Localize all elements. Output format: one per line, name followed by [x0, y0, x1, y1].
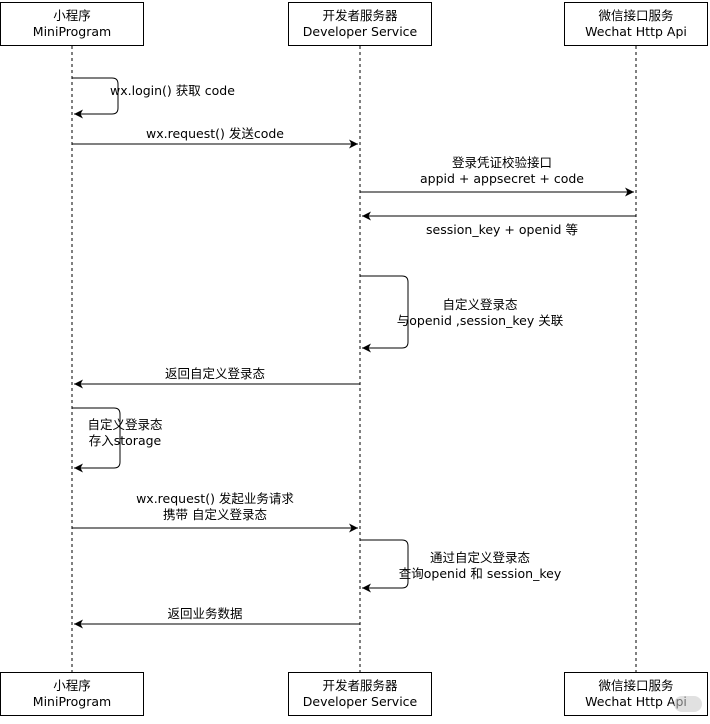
message-text: wx.login() 获取 code [110, 83, 235, 98]
participant-wechat-top: 微信接口服务 Wechat Http Api [564, 2, 708, 46]
message-text: session_key + openid 等 [426, 222, 578, 237]
message-text: 存入storage [88, 433, 162, 448]
participant-subtitle: Wechat Http Api [585, 694, 687, 709]
message-text: 登录凭证校验接口 [451, 155, 552, 170]
arrow-self-login [72, 77, 119, 119]
arrow-self-store [72, 407, 121, 473]
participant-miniprogram-top: 小程序 MiniProgram [0, 2, 144, 46]
participant-title: 小程序 [53, 678, 91, 693]
message-label-return-business-data: 返回业务数据 [100, 606, 310, 622]
message-text: appid + appsecret + code [420, 171, 584, 186]
message-label-business-request: wx.request() 发起业务请求 携带 自定义登录态 [90, 491, 340, 523]
message-label-login: wx.login() 获取 code [110, 83, 235, 99]
message-text: 与openid ,session_key 关联 [396, 313, 564, 328]
participant-title: 微信接口服务 [598, 8, 674, 23]
message-label-validate: 登录凭证校验接口 appid + appsecret + code [392, 155, 612, 187]
participant-title: 微信接口服务 [598, 678, 674, 693]
participant-subtitle: Developer Service [302, 24, 418, 39]
message-text: 返回业务数据 [167, 606, 243, 621]
participant-subtitle: MiniProgram [32, 24, 112, 39]
participant-developer-top: 开发者服务器 Developer Service [288, 2, 432, 46]
participant-developer-bottom: 开发者服务器 Developer Service [288, 672, 432, 716]
message-text: 自定义登录态 [442, 297, 518, 312]
arrow-self-custom-state [360, 275, 409, 353]
participant-miniprogram-bottom: 小程序 MiniProgram [0, 672, 144, 716]
message-text: 返回自定义登录态 [164, 366, 265, 381]
message-text: wx.request() 发送code [146, 126, 284, 141]
participant-title: 开发者服务器 [322, 8, 398, 23]
message-label-custom-state: 自定义登录态 与openid ,session_key 关联 [372, 297, 588, 329]
participant-subtitle: MiniProgram [32, 694, 112, 709]
message-text: 查询openid 和 session_key [398, 566, 562, 581]
message-text: 自定义登录态 [87, 417, 163, 432]
message-text: wx.request() 发起业务请求 [136, 491, 294, 506]
participant-subtitle: Wechat Http Api [585, 24, 687, 39]
participant-subtitle: Developer Service [302, 694, 418, 709]
arrow-self-query [360, 539, 409, 593]
message-text: 携带 自定义登录态 [163, 507, 267, 522]
message-label-session-return: session_key + openid 等 [392, 222, 612, 238]
message-label-query: 通过自定义登录态 查询openid 和 session_key [376, 550, 584, 582]
message-text: 通过自定义登录态 [429, 550, 530, 565]
message-label-store: 自定义登录态 存入storage [72, 417, 178, 449]
message-label-send-code: wx.request() 发送code [100, 126, 330, 142]
overlay-bubble [674, 696, 702, 712]
participant-title: 小程序 [53, 8, 91, 23]
message-label-return-custom-state: 返回自定义登录态 [100, 366, 330, 382]
participant-title: 开发者服务器 [322, 678, 398, 693]
